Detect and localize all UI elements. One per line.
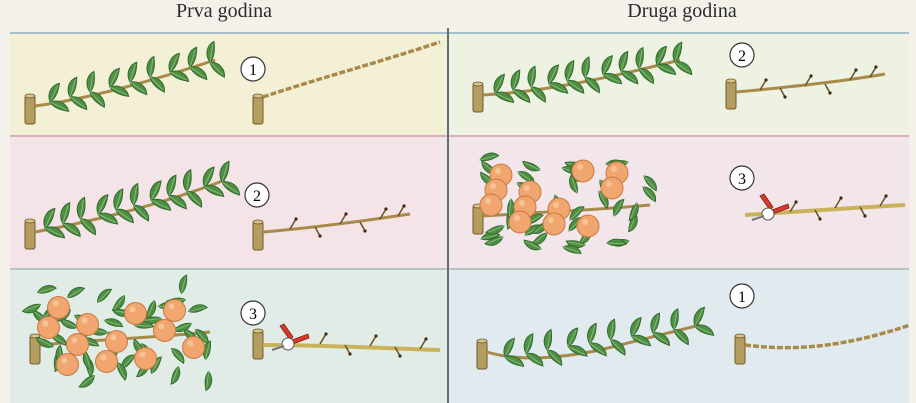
fruit-icon bbox=[480, 194, 502, 216]
fruit-icon bbox=[135, 348, 157, 370]
step-badge-r2-right: 3 bbox=[730, 166, 754, 190]
fruit-icon bbox=[38, 317, 60, 339]
svg-text:1: 1 bbox=[738, 289, 746, 306]
fruit-icon bbox=[183, 337, 205, 359]
fruit-icon bbox=[106, 331, 128, 353]
step-badge-r1-right: 2 bbox=[730, 43, 754, 67]
svg-text:3: 3 bbox=[249, 306, 257, 323]
svg-text:3: 3 bbox=[738, 171, 746, 188]
svg-text:1: 1 bbox=[249, 62, 257, 79]
fruit-icon bbox=[96, 351, 118, 373]
svg-text:2: 2 bbox=[738, 48, 746, 65]
fruit-icon bbox=[125, 303, 147, 325]
year-divider bbox=[447, 28, 449, 403]
fruit-icon bbox=[543, 213, 565, 235]
fruit-icon bbox=[577, 215, 599, 237]
step-badge-r3-left: 3 bbox=[241, 301, 265, 325]
fruit-icon bbox=[154, 320, 176, 342]
fruit-icon bbox=[77, 314, 99, 336]
step-badge-r3-right: 1 bbox=[730, 284, 754, 308]
fruit-icon bbox=[48, 297, 70, 319]
fruit-icon bbox=[509, 211, 531, 233]
svg-text:2: 2 bbox=[253, 188, 261, 205]
fruit-icon bbox=[67, 334, 89, 356]
row2-left-band bbox=[10, 137, 447, 268]
step-badge-r2-left: 2 bbox=[245, 183, 269, 207]
fruit-icon bbox=[572, 160, 594, 182]
fruit-icon bbox=[57, 354, 79, 376]
fruit-icon bbox=[601, 177, 623, 199]
step-badge-r1-left: 1 bbox=[241, 57, 265, 81]
fruit-icon bbox=[164, 300, 186, 322]
